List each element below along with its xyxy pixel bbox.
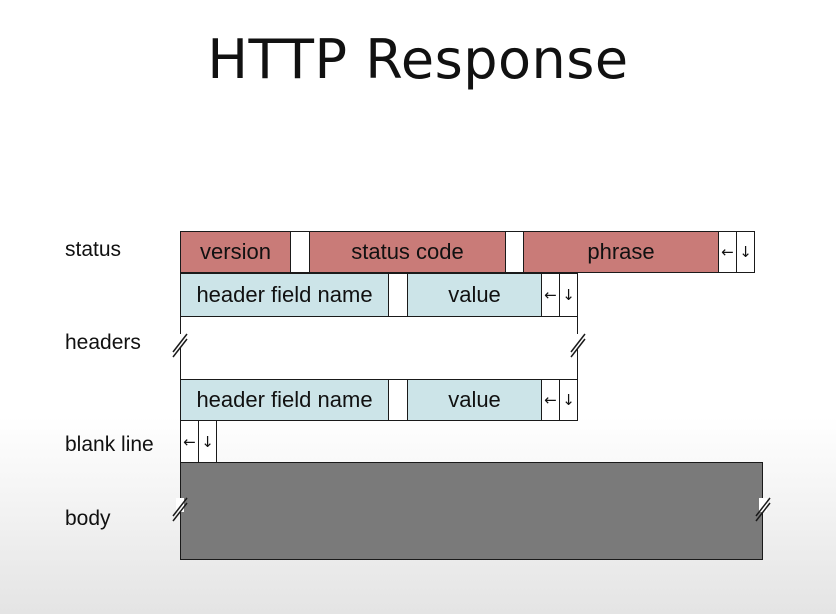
slide-title: HTTP Response bbox=[207, 28, 629, 91]
header-value-field: value bbox=[407, 379, 542, 421]
status-code-field: status code bbox=[309, 231, 506, 273]
version-field: version bbox=[180, 231, 291, 273]
status-row-label: status bbox=[65, 238, 122, 261]
line-feed-icon: ↓ bbox=[736, 231, 755, 273]
line-feed-icon: ↓ bbox=[559, 379, 578, 421]
body-block bbox=[180, 462, 763, 560]
line-feed-icon: ↓ bbox=[559, 273, 578, 317]
body-row-label: body bbox=[65, 507, 111, 530]
phrase-field: phrase bbox=[523, 231, 719, 273]
line-feed-icon: ↓ bbox=[198, 420, 217, 463]
blank-line-row-label: blank line bbox=[65, 433, 154, 456]
headers-row-label: headers bbox=[65, 331, 141, 354]
header-field-name: header field name bbox=[180, 379, 389, 421]
